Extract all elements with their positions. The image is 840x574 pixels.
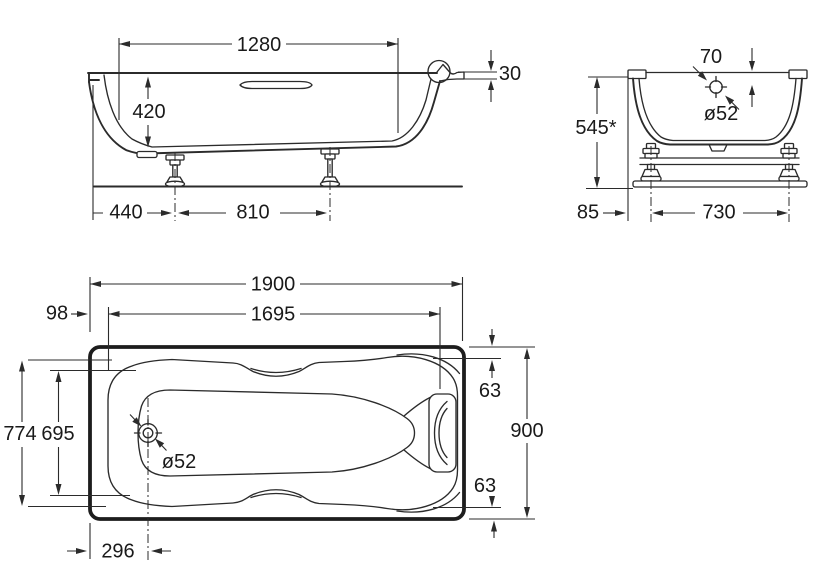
dim-overall-length: 1900 [89, 274, 464, 341]
corner-swoosh-bottom [396, 491, 461, 513]
foot-centerlines [174, 147, 331, 221]
dim-rim-gap-bottom: 63 [433, 475, 535, 538]
overflow-symbol [692, 66, 740, 110]
end-view: 70 ø52 545* 85 730 [575, 46, 808, 224]
end-foot-centerlines [650, 146, 790, 222]
dim-inner-length-label: 1695 [251, 304, 296, 326]
dim-top-length: 1280 [118, 34, 399, 133]
dim-rim-gap-top: 63 [433, 329, 535, 402]
dim-inner-length: 1695 [107, 304, 441, 389]
dim-depth-label: 420 [132, 101, 165, 123]
bowl-drain-notch [708, 143, 728, 152]
dim-front-foot-offset-label: 440 [109, 202, 142, 224]
label-drain-diameter: ø52 [162, 451, 196, 473]
bowl-inner-wall [638, 77, 797, 142]
dim-rim-gap-top-label: 63 [479, 380, 501, 402]
headrest [428, 393, 457, 473]
dim-foot-spacing-end-label: 730 [702, 202, 735, 224]
dim-basin-width: 695 [41, 369, 136, 497]
dim-overall-length-label: 1900 [251, 274, 296, 296]
bowl-outer-wall [632, 77, 803, 146]
grip-dip-bottom [250, 492, 302, 499]
tub-outline [88, 345, 466, 521]
dim-overall-width-label: 900 [510, 420, 543, 442]
dim-top-length-label: 1280 [237, 34, 282, 56]
dim-depth: 420 [132, 76, 166, 148]
dim-foot-spacing-side: 810 [178, 202, 327, 224]
dim-overall-height: 545* [575, 76, 633, 221]
dim-overall-width: 900 [510, 348, 544, 518]
corner-swoosh-top [396, 353, 461, 375]
dim-outer-width-label: 774 [3, 423, 36, 445]
dim-overflow-offset-label: 70 [700, 46, 722, 68]
dim-end-foot-offset: 85 [577, 202, 626, 224]
dim-foot-spacing-side-label: 810 [236, 202, 269, 224]
base-plank [632, 180, 808, 188]
tub-inner-shell [103, 74, 432, 148]
dim-front-foot-offset: 440 [92, 85, 172, 224]
plan-view: ø52 1900 1695 98 774 695 [3, 274, 543, 563]
basin-contour [137, 389, 416, 477]
dim-end-foot-offset-label: 85 [577, 202, 599, 224]
grip-recess [239, 80, 313, 90]
dim-rim-thickness-label: 30 [499, 63, 521, 85]
rim-tab-left [627, 69, 647, 80]
side-view: 1280 420 30 440 810 [87, 34, 521, 224]
dim-rim-ledge-label: 98 [46, 303, 68, 325]
dim-overall-height-label: 545* [575, 117, 616, 139]
dim-overflow-offset: 70 [700, 46, 755, 107]
dim-foot-spacing-end: 730 [652, 202, 788, 224]
dim-drain-offset-label: 296 [101, 541, 134, 563]
dim-outer-width: 774 [3, 359, 112, 508]
rim-tab-right [788, 69, 808, 80]
support-rail [639, 157, 800, 166]
label-overflow-diameter: ø52 [704, 103, 738, 125]
dim-rim-ledge: 98 [46, 303, 88, 325]
waste-fitting [136, 150, 158, 159]
dim-drain-offset: 296 [67, 523, 171, 563]
grip-dip-top [250, 367, 302, 374]
rim-contour [107, 355, 459, 511]
dim-rim-thickness: 30 [458, 50, 521, 102]
dim-rim-gap-bottom-label: 63 [474, 475, 496, 497]
dim-basin-width-label: 695 [41, 423, 74, 445]
